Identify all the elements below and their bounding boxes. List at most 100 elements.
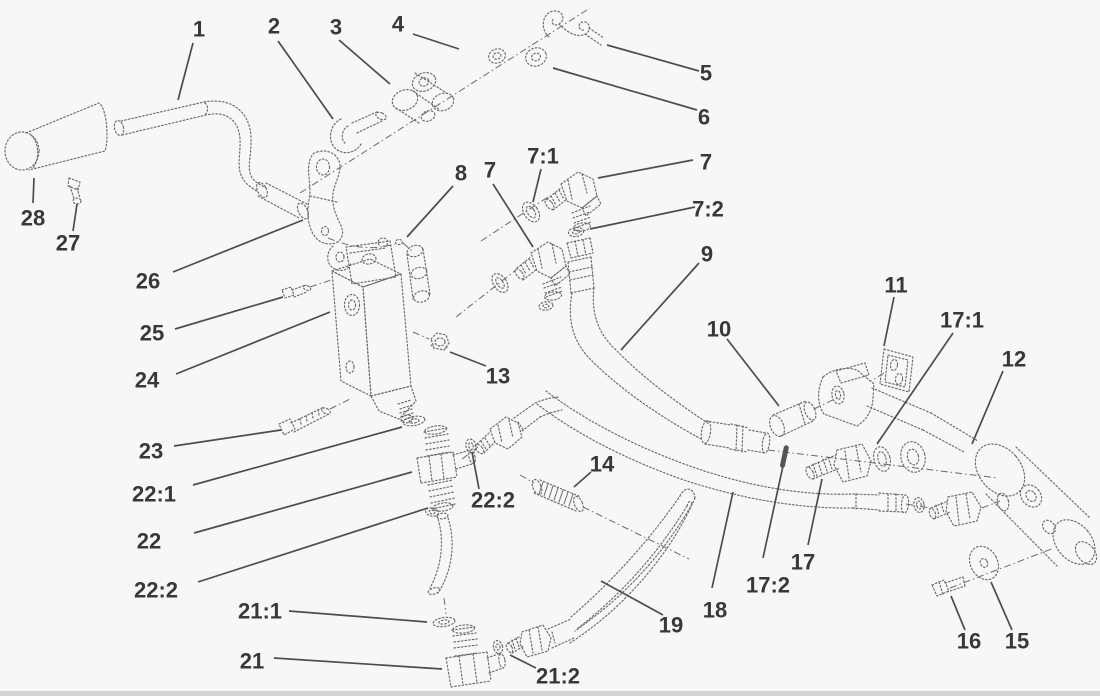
callout-label-7:2: 7:2	[692, 197, 724, 222]
callout-label-19: 19	[659, 613, 683, 638]
part-jumper-hose	[427, 512, 453, 595]
leader-line-7	[597, 159, 694, 179]
leader-line-8	[406, 185, 454, 238]
callout-label-16: 16	[957, 629, 981, 654]
callout-label-17:1: 17:1	[940, 308, 984, 333]
part-hose-fitting-at-tee	[474, 396, 563, 455]
callout-label-5: 5	[700, 61, 712, 86]
leader-line-6	[552, 67, 698, 111]
part-oring-7-2	[567, 226, 585, 238]
callout-label-17:2: 17:2	[746, 573, 790, 598]
leader-line-4	[412, 33, 460, 50]
callout-label-21: 21	[240, 649, 264, 674]
part-oring-22-2-side	[465, 438, 477, 454]
part-oring-7-1	[521, 201, 541, 223]
leader-line-28	[32, 177, 35, 204]
leader-line-21	[273, 657, 443, 670]
part-pivot-bolt	[329, 110, 387, 154]
part-washer-6	[525, 47, 547, 67]
part-nut-13	[430, 332, 450, 351]
leader-line-11	[883, 296, 895, 347]
part-cylinder-12	[818, 362, 1098, 567]
part-screw-25	[281, 284, 312, 299]
callout-label-22:1: 22:1	[132, 482, 176, 507]
leader-line-7:1	[532, 168, 542, 203]
part-tee-fitting-22	[416, 425, 476, 512]
leader-line-23	[173, 429, 282, 447]
leader-line-18	[711, 491, 734, 589]
leader-line-12	[971, 370, 1004, 445]
part-fitting-7c	[905, 491, 1001, 527]
leader-line-19	[600, 580, 664, 616]
part-bracket-11	[879, 348, 914, 393]
part-hose-19	[505, 488, 696, 658]
callout-label-27: 27	[56, 231, 80, 256]
part-pin-17-2	[780, 445, 789, 468]
callout-label-2: 2	[268, 14, 280, 39]
leader-line-13	[449, 351, 487, 367]
leader-line-17:1	[876, 332, 954, 445]
callout-label-14: 14	[590, 452, 615, 477]
callout-label-15: 15	[1005, 629, 1029, 654]
leader-line-26	[172, 219, 304, 273]
bottom-edge	[0, 691, 1100, 696]
part-bolt-23	[278, 406, 331, 436]
leader-line-10	[726, 338, 780, 407]
callout-label-28: 28	[21, 206, 45, 231]
leader-line-22	[193, 471, 413, 534]
leader-line-25	[174, 296, 284, 330]
part-link-clip-8	[327, 237, 413, 252]
callout-label-25: 25	[140, 321, 164, 346]
callout-label-8: 8	[455, 161, 467, 186]
part-gland-ring	[900, 441, 926, 473]
part-threaded-rod-14	[531, 478, 584, 513]
leader-line-21:1	[288, 610, 428, 623]
part-hose-9	[566, 237, 771, 454]
leader-line-1	[177, 42, 194, 101]
part-oring-7c	[913, 496, 925, 514]
callout-label-4: 4	[392, 12, 405, 37]
part-clevis-pin-10	[769, 400, 817, 438]
part-bolt-16	[931, 576, 966, 597]
callout-label-17: 17	[791, 550, 815, 575]
part-elbow-fitting-top	[544, 171, 602, 232]
leader-line-22:1	[192, 426, 403, 486]
callout-label-13: 13	[486, 364, 510, 389]
part-handle-grip	[4, 102, 108, 171]
callout-label-12: 12	[1002, 347, 1026, 372]
callout-label-18: 18	[703, 598, 727, 623]
callout-label-21:2: 21:2	[536, 664, 580, 689]
leader-line-16	[950, 595, 966, 631]
callout-label-11: 11	[884, 273, 907, 298]
leader-line-22:2	[471, 451, 480, 490]
part-elbow-fitting-21	[445, 624, 506, 688]
part-oring-22-2-bottom	[425, 507, 439, 517]
leader-line-9	[620, 262, 700, 351]
part-washer-21-1	[432, 616, 456, 628]
part-hose-18	[536, 390, 910, 514]
callout-label-7: 7	[484, 158, 496, 183]
part-valve-assembly	[327, 240, 431, 424]
leader-line-27	[72, 203, 78, 232]
callout-label-22:2: 22:2	[471, 488, 515, 513]
leader-line-5	[606, 44, 700, 72]
part-washer-15	[968, 545, 1000, 581]
leader-line-17	[807, 478, 823, 546]
leader-line-2	[277, 40, 334, 120]
callout-label-21:1: 21:1	[238, 599, 282, 624]
callout-label-7:1: 7:1	[527, 144, 559, 169]
leader-line-3	[338, 39, 391, 85]
callout-label-22:2: 22:2	[134, 578, 178, 603]
callout-label-22: 22	[137, 529, 161, 554]
part-elbow-fitting-mid	[491, 241, 571, 311]
part-washer-4	[488, 48, 506, 64]
leader-line-24	[175, 311, 331, 375]
leader-line-21:2	[509, 654, 537, 669]
callout-label-7: 7	[700, 150, 712, 175]
part-washer-22-1	[402, 415, 426, 427]
part-oring-17-1	[873, 446, 891, 472]
callout-label-23: 23	[139, 439, 163, 464]
callout-label-10: 10	[707, 317, 731, 342]
leader-line-7	[492, 183, 534, 248]
